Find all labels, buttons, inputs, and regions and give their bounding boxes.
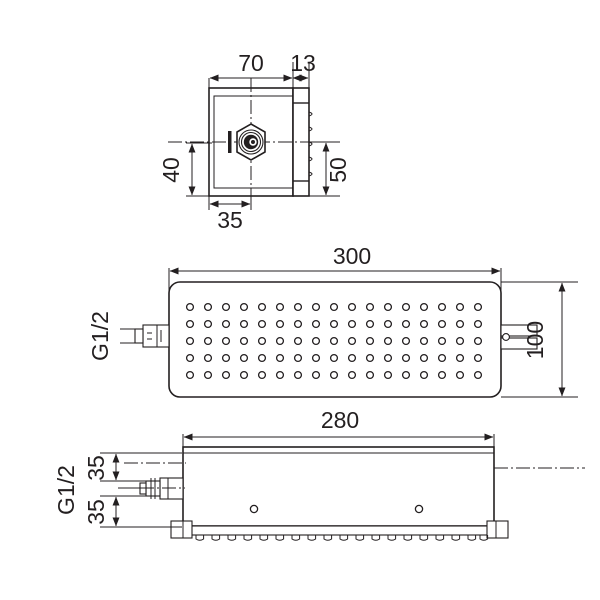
dimension-50-label: 50 — [325, 157, 351, 183]
screw-holes — [249, 504, 424, 514]
pivot-bracket — [500, 322, 538, 352]
top-view-group: 70 13 — [158, 50, 351, 233]
dimension-40-label: 40 — [158, 157, 184, 183]
dimension-13: 13 — [290, 50, 316, 82]
dimension-13-label: 13 — [290, 50, 316, 76]
dimension-280-label: 280 — [321, 407, 359, 433]
top-view-slot-mark — [228, 131, 232, 153]
dimension-100: 100 — [501, 281, 578, 398]
inlet-connector-front — [120, 324, 170, 348]
side-view-base-strip — [182, 525, 495, 536]
top-view-nozzle-tips — [308, 111, 313, 177]
dimension-40: 40 — [158, 142, 212, 197]
dimension-280: 280 — [182, 407, 495, 456]
dimension-70-label: 70 — [238, 50, 264, 76]
screw-hole-left — [249, 504, 259, 514]
front-view-group: 300 — [87, 243, 578, 398]
screw-hole-right — [414, 504, 424, 514]
mounting-feet — [170, 520, 509, 539]
thread-label-front: G1/2 — [87, 311, 113, 361]
nozzle-teeth-strip — [195, 535, 489, 541]
dimension-35-top-view: 35 — [208, 196, 252, 233]
nozzle-grid — [185, 302, 483, 380]
side-view-group: 280 — [53, 407, 585, 541]
dimension-70: 70 — [209, 50, 293, 82]
dimension-100-label: 100 — [522, 321, 548, 359]
side-view-body-outline — [182, 446, 495, 527]
dimension-50: 50 — [309, 141, 351, 197]
dimension-300-label: 300 — [333, 243, 371, 269]
dimension-35-upper-label: 35 — [83, 455, 109, 481]
dimension-35-lower-label: 35 — [83, 499, 109, 525]
thread-label-side: G1/2 — [53, 465, 79, 515]
dimension-35-top-label: 35 — [217, 207, 243, 233]
dimension-35-lower: 35 — [83, 495, 182, 528]
dimension-35-upper: 35 — [83, 452, 182, 482]
hex-nut — [236, 123, 266, 161]
dimension-300: 300 — [168, 243, 502, 290]
